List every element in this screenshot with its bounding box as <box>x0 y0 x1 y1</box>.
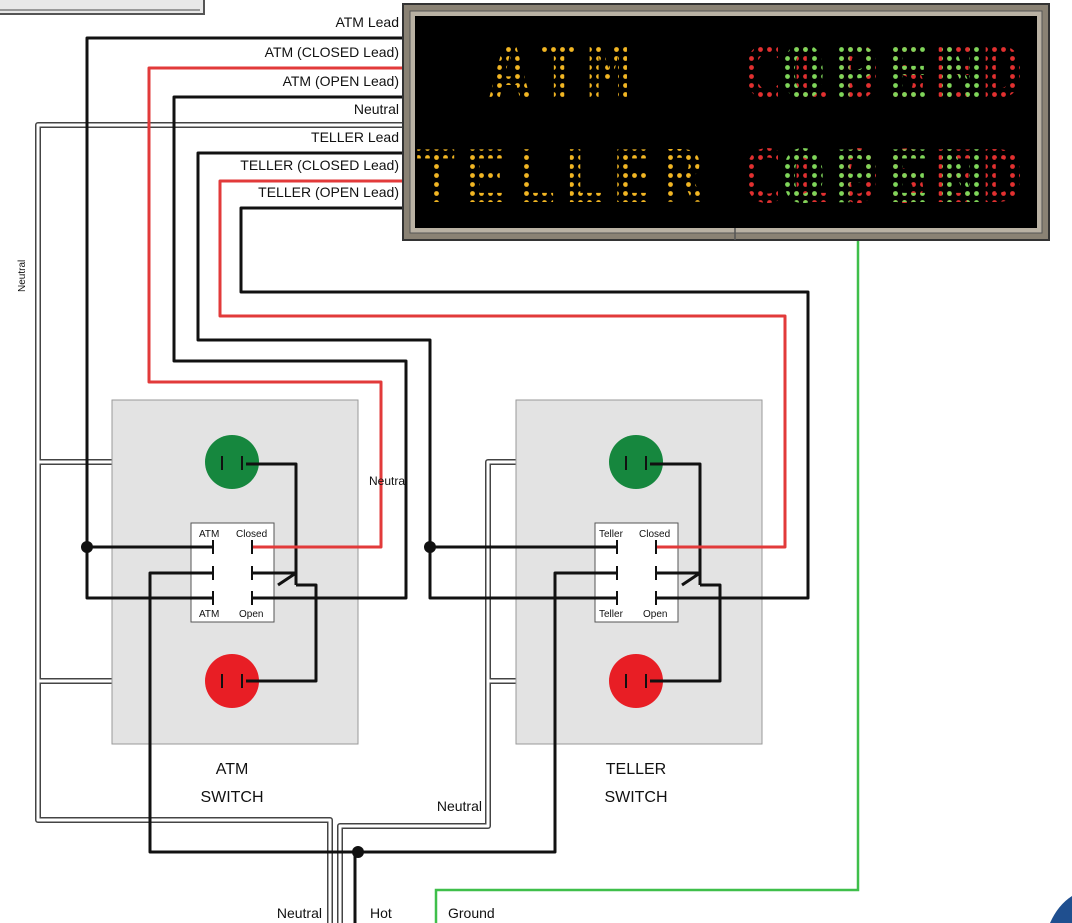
sign-row2-status-green: OPEN <box>780 135 990 219</box>
atm-switch-title-line2: SWITCH <box>200 789 263 806</box>
terminal-ticks <box>212 456 657 688</box>
atm-term-top-left: ATM <box>199 529 219 540</box>
teller-switch-title-line2: SWITCH <box>604 789 667 806</box>
teller-term-bottom-left: Teller <box>599 609 624 620</box>
atm-closed-lead-label: ATM (CLOSED Lead) <box>265 44 399 60</box>
neutral-mid-label: Neutral <box>369 474 408 488</box>
sign-row1-label: ATM <box>488 31 636 115</box>
corner-decoration <box>1050 896 1072 923</box>
teller-term-top-right: Closed <box>639 529 670 540</box>
atm-term-bottom-left: ATM <box>199 609 219 620</box>
teller-open-indicator-light <box>609 435 663 489</box>
neutral-feed-label: Neutral <box>277 905 322 921</box>
sign-row1-status-red: CLOSED <box>741 31 1029 115</box>
sign-row1-status-green: OPEN <box>780 31 990 115</box>
hot-and-lead-wires <box>85 36 810 923</box>
atm-term-bottom-right: Open <box>239 609 263 620</box>
atm-lead-label: ATM Lead <box>335 14 399 30</box>
atm-open-indicator-light <box>205 435 259 489</box>
led-sign: ATM TELLER CLOSED OPEN CLOSED OPEN <box>402 3 1050 241</box>
ground-feed-label: Ground <box>448 905 495 921</box>
atm-term-top-right: Closed <box>236 529 267 540</box>
atm-open-lead-label: ATM (OPEN Lead) <box>283 73 399 89</box>
teller-switch-title-line1: TELLER <box>606 761 666 778</box>
atm-lead-junction-dot <box>81 541 93 553</box>
teller-term-bottom-right: Open <box>643 609 667 620</box>
neutral-bottom-label: Neutral <box>437 798 482 814</box>
teller-closed-indicator-light <box>609 654 663 708</box>
neutral-left-label: Neutral <box>17 260 28 292</box>
hot-feed-label: Hot <box>370 905 392 921</box>
sign-row2-status-red: CLOSED <box>741 135 1029 219</box>
teller-lead-label: TELLER Lead <box>311 129 399 145</box>
atm-closed-indicator-light <box>205 654 259 708</box>
teller-open-lead-label: TELLER (OPEN Lead) <box>258 184 399 200</box>
hot-feed-junction-dot <box>352 846 364 858</box>
teller-lead-junction-dot <box>424 541 436 553</box>
teller-term-top-left: Teller <box>599 529 624 540</box>
ground-wire <box>434 238 860 923</box>
sign-row2-label: TELLER <box>414 135 710 219</box>
atm-switch-title-line1: ATM <box>216 761 249 778</box>
neutral-lead-label: Neutral <box>354 101 399 117</box>
closed-lead-wires <box>147 66 787 549</box>
partial-panel-corner <box>0 0 205 15</box>
teller-closed-lead-label: TELLER (CLOSED Lead) <box>240 157 399 173</box>
